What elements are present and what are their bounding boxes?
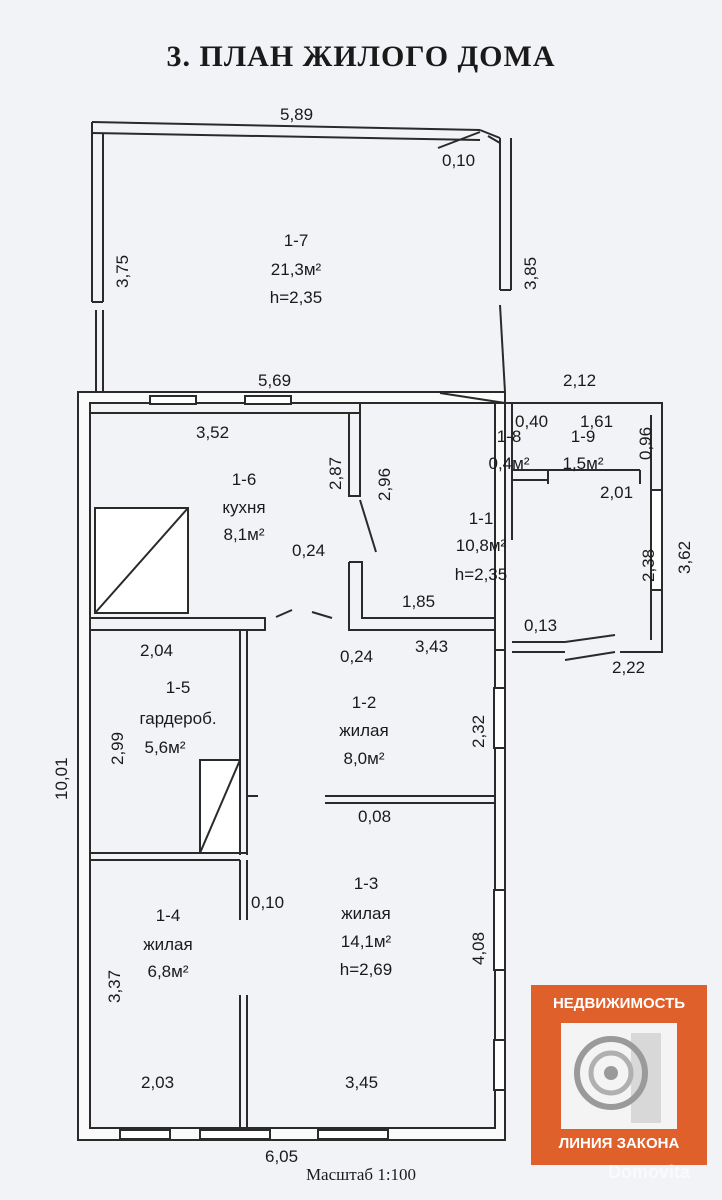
- room-1-5-name: гардероб.: [139, 709, 216, 728]
- dim-0-96: 0,96: [636, 427, 655, 460]
- room-1-5-area: 5,6м²: [145, 738, 186, 757]
- dim-1-61: 1,61: [580, 412, 613, 431]
- room-1-6-name: кухня: [222, 498, 265, 517]
- scale-caption: Масштаб 1:100: [305, 1165, 417, 1184]
- veranda-wall-left: [91, 122, 104, 303]
- dim-4-08: 4,08: [469, 932, 488, 965]
- dim-3-37: 3,37: [105, 970, 124, 1003]
- room-1-4-id: 1-4: [156, 906, 181, 925]
- dim-3-62: 3,62: [675, 541, 694, 574]
- veranda-wall-right: [499, 138, 512, 291]
- room-1-6-area: 8,1м²: [224, 525, 265, 544]
- dim-2-01: 2,01: [600, 483, 633, 502]
- room-1-3-height: h=2,69: [340, 960, 392, 979]
- dim-2-96: 2,96: [375, 468, 394, 501]
- watermark: Domovita: [608, 1162, 691, 1182]
- room-1-1-id: 1-1: [469, 509, 494, 528]
- dim-2-12: 2,12: [563, 371, 596, 390]
- dim-3-43: 3,43: [415, 637, 448, 656]
- room-1-1-height: h=2,35: [455, 565, 507, 584]
- column-capital-icon: [561, 1023, 677, 1129]
- kitchen-wall: [90, 412, 361, 497]
- outer-wall: [77, 391, 506, 1141]
- badge-bottom-text: ЛИНИЯ ЗАКОНА: [558, 1135, 680, 1152]
- dim-0-24-partition: 0,24: [340, 647, 373, 666]
- dim-2-32: 2,32: [469, 715, 488, 748]
- dim-0-40: 0,40: [515, 412, 548, 431]
- room-1-7-area: 21,3м²: [271, 260, 322, 279]
- room-1-4-name: жилая: [143, 935, 192, 954]
- room-1-8-id: 1-8: [497, 427, 522, 446]
- room-1-9-area: 1,5м²: [563, 454, 604, 473]
- dim-2-38: 2,38: [639, 549, 658, 582]
- room-1-8-area: 0,4м²: [489, 454, 530, 473]
- room-1-9-id: 1-9: [571, 427, 596, 446]
- dim-0-13: 0,13: [524, 616, 557, 635]
- dim-3-45: 3,45: [345, 1073, 378, 1092]
- dim-2-87: 2,87: [326, 457, 345, 490]
- dim-5-69: 5,69: [258, 371, 291, 390]
- room-1-3-name: жилая: [341, 904, 390, 923]
- dim-6-05: 6,05: [265, 1147, 298, 1166]
- room-1-3-id: 1-3: [354, 874, 379, 893]
- room-1-4-wall: [90, 852, 247, 861]
- dim-1-85: 1,85: [402, 592, 435, 611]
- dim-10-01: 10,01: [52, 757, 71, 800]
- room-1-5-id: 1-5: [166, 678, 191, 697]
- veranda-wall-top: [91, 121, 481, 141]
- dim-0-10-top: 0,10: [442, 151, 475, 170]
- plan-title: 3. ПЛАН ЖИЛОГО ДОМА: [166, 40, 556, 73]
- chimney-partition: [349, 561, 495, 619]
- room-1-6-id: 1-6: [232, 470, 257, 489]
- room-1-1-area: 10,8м²: [456, 536, 507, 555]
- room-1-3-area: 14,1м²: [341, 932, 392, 951]
- room-1-2-area: 8,0м²: [344, 749, 385, 768]
- agency-logo-badge: НЕДВИЖИМОСТЬ ЛИНИЯ ЗАКОНА: [531, 985, 707, 1165]
- dim-0-10-bottom: 0,10: [251, 893, 284, 912]
- dim-3-85: 3,85: [521, 257, 540, 290]
- dim-3-52: 3,52: [196, 423, 229, 442]
- room-1-4-area: 6,8м²: [148, 962, 189, 981]
- dim-2-04: 2,04: [140, 641, 173, 660]
- dim-5-89: 5,89: [280, 105, 313, 124]
- veranda-door: [437, 131, 481, 149]
- wardrobe-wall: [239, 660, 248, 855]
- room-1-2-id: 1-2: [352, 693, 377, 712]
- room-1-2-name: жилая: [339, 721, 388, 740]
- room-1-7-height: h=2,35: [270, 288, 322, 307]
- dim-0-24-chimney: 0,24: [292, 541, 325, 560]
- dim-3-75: 3,75: [113, 255, 132, 288]
- dim-2-03: 2,03: [141, 1073, 174, 1092]
- badge-top-text: НЕДВИЖИМОСТЬ: [552, 995, 686, 1012]
- dim-2-22: 2,22: [612, 658, 645, 677]
- dim-0-08: 0,08: [358, 807, 391, 826]
- room-1-7-id: 1-7: [284, 231, 309, 250]
- dim-2-99: 2,99: [108, 732, 127, 765]
